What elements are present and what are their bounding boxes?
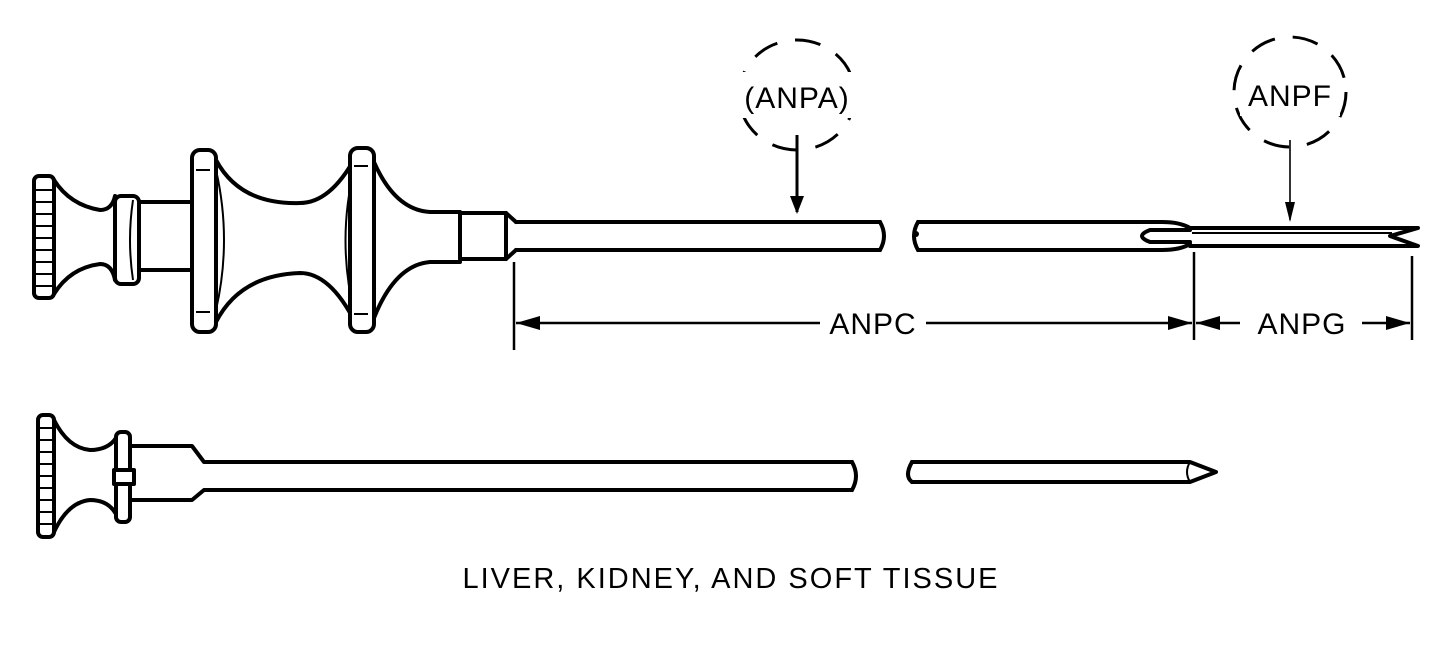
upper-needle-assembly: [32, 146, 1420, 334]
callout-anpf: ANPF: [1232, 35, 1348, 222]
label-anpc: ANPC: [829, 308, 916, 341]
rear-flange: [348, 146, 376, 334]
label-anpg: ANPG: [1257, 308, 1346, 341]
knurled-cap: [32, 174, 117, 300]
label-anpf: ANPF: [1248, 80, 1332, 113]
label-anpa: (ANPA): [744, 82, 849, 115]
callout-anpa: (ANPA): [735, 38, 861, 214]
break-mark-left: [878, 220, 886, 252]
arrow-anpf: [1285, 202, 1295, 222]
lower-stylet-assembly: [36, 413, 1218, 539]
ring-collar: [113, 194, 141, 286]
lower-break-left: [850, 460, 858, 492]
needle-hub: [458, 211, 508, 261]
dimension-anpc: ANPC: [512, 252, 1196, 350]
diagram-caption: LIVER, KIDNEY, AND SOFT TISSUE: [462, 563, 999, 595]
front-flange: [190, 148, 218, 334]
dimension-anpg: ANPG: [1196, 256, 1414, 341]
arrow-anpa: [790, 196, 804, 214]
